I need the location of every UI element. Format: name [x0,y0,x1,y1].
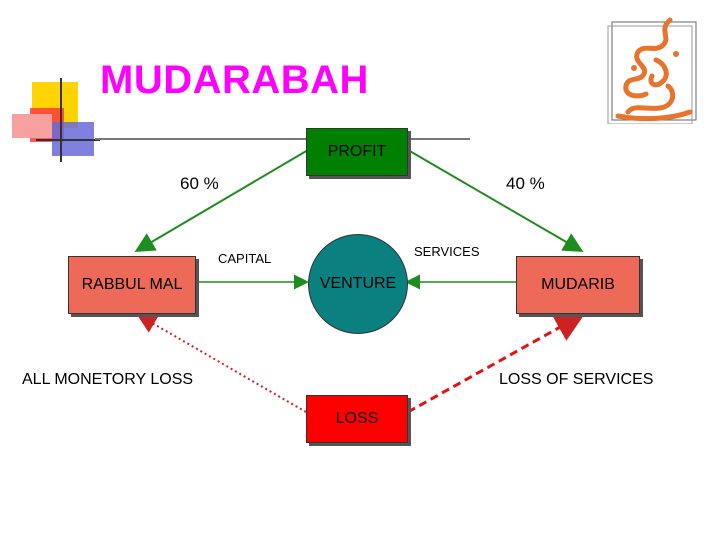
capital-label: CAPITAL [218,251,272,266]
loss-to-mudarib-dashed-arrow [407,313,586,414]
decorative-squares-icon [8,70,100,162]
profit-to-rabbul-mal-arrow [134,149,309,253]
rabbul-mal-box: RABBUL MAL [68,256,196,314]
loss-of-services-label: LOSS OF SERVICES [499,371,654,388]
left-percent-label: 60 % [180,174,219,193]
right-percent-label: 40 % [506,174,545,193]
profit-to-mudarib-arrow [407,149,584,253]
page-title: MUDARABAH [100,58,369,102]
all-monetory-loss-label: ALL MONETORY LOSS [22,371,194,388]
mudarib-box: MUDARIB [516,256,640,314]
arabic-calligraphy-logo-icon [598,16,700,125]
title-underline [95,138,470,140]
profit-box: PROFIT [306,128,408,176]
loss-box: LOSS [306,395,408,443]
loss-to-rabbul-mal-dotted-arrow [136,313,307,413]
venture-circle: VENTURE [308,234,408,334]
services-label: SERVICES [414,244,480,259]
